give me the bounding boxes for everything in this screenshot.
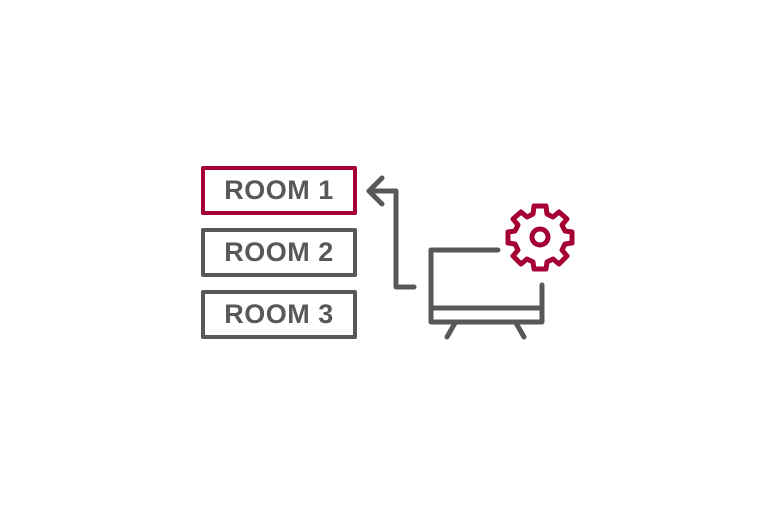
room-1-button[interactable]: ROOM 1 [201, 166, 357, 215]
gear-icon [505, 203, 575, 272]
room-2-label: ROOM 2 [224, 237, 334, 267]
room-1-label: ROOM 1 [224, 175, 334, 205]
arrow-up-left-icon [366, 175, 417, 290]
tv-icon [428, 247, 545, 340]
room-2-button[interactable]: ROOM 2 [201, 228, 357, 277]
room-3-button[interactable]: ROOM 3 [201, 290, 357, 339]
room-3-label: ROOM 3 [224, 299, 334, 329]
